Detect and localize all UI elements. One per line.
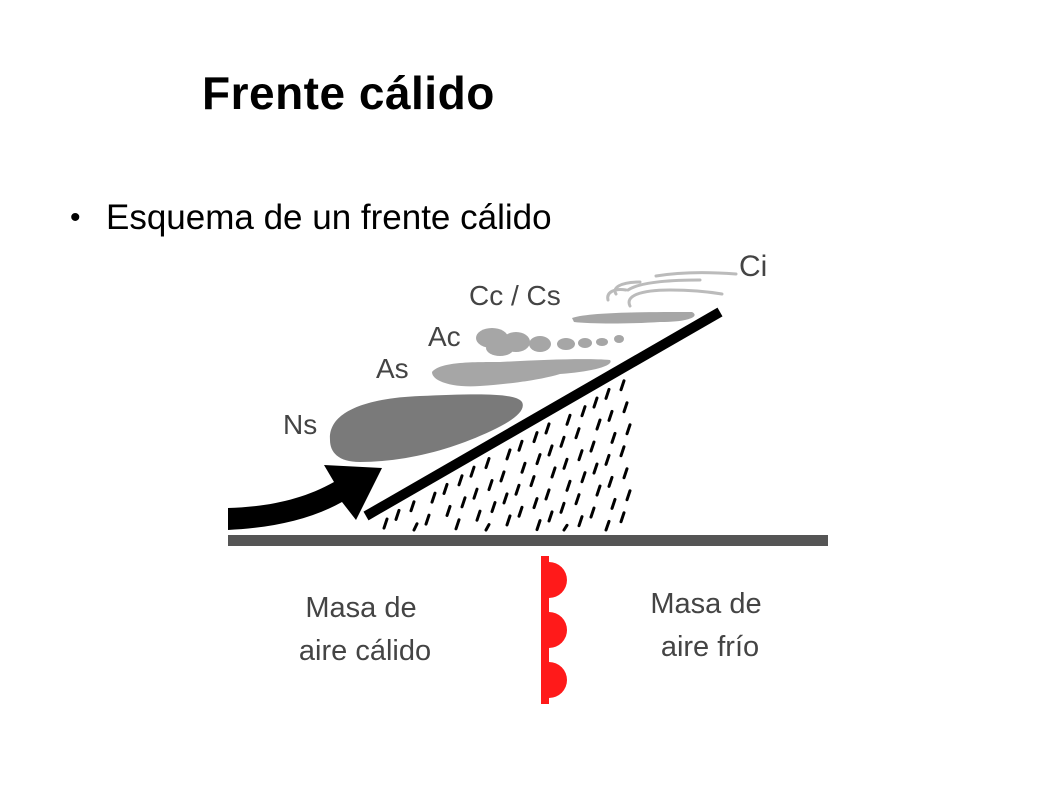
rain-streak <box>592 396 599 409</box>
rain-streak <box>559 501 566 514</box>
warm-air-mass-label: Masa de aire cálido <box>299 592 431 667</box>
page-title: Frente cálido <box>202 67 495 119</box>
rain-streak <box>454 518 461 531</box>
as-label: As <box>376 353 409 384</box>
rain-streak <box>622 467 629 480</box>
rain-streak <box>382 517 389 530</box>
rain-streak <box>619 445 626 458</box>
rain-streak <box>502 492 509 505</box>
rain-streak <box>595 418 602 431</box>
rain-streak <box>484 523 491 532</box>
rain-streak <box>472 487 479 500</box>
bullet-item: • Esquema de un frente cálido <box>70 198 552 238</box>
rain-streak <box>565 413 572 426</box>
ac-cloud <box>476 328 624 356</box>
rain-streak <box>445 504 452 517</box>
rain-streak <box>520 461 527 474</box>
rain-streak <box>430 491 437 504</box>
rain-streak <box>595 484 602 497</box>
rain-streak <box>460 496 467 509</box>
bullet-text: Esquema de un frente cálido <box>106 198 552 237</box>
rain-streak <box>610 497 617 510</box>
rain-streak <box>619 379 626 392</box>
rain-streak <box>475 509 482 522</box>
rain-streak <box>574 493 581 506</box>
ns-label: Ns <box>283 409 317 440</box>
rain-streak <box>574 427 581 440</box>
ns-cloud <box>329 394 523 462</box>
rain-streak <box>619 511 626 524</box>
rain-streak <box>469 465 476 478</box>
rain-streak <box>514 483 521 496</box>
rain-streak <box>580 471 587 484</box>
rain-streak <box>559 435 566 448</box>
ac-label: Ac <box>428 321 461 352</box>
rain-streak <box>517 439 524 452</box>
rain-streak <box>424 513 431 526</box>
rain-streak <box>544 422 551 435</box>
rain-streak <box>604 519 611 532</box>
rain-streak <box>412 522 419 532</box>
rain-streak <box>487 479 494 492</box>
rain-streak <box>577 449 584 462</box>
rain-streak <box>499 470 506 483</box>
rain-streak <box>604 453 611 466</box>
rain-streak <box>589 506 596 519</box>
rain-streak <box>457 474 464 487</box>
warm-air-arrow <box>228 465 382 530</box>
rain-streak <box>550 466 557 479</box>
rain-streak <box>394 508 401 521</box>
ground-line <box>228 535 828 546</box>
rain-streak <box>622 401 629 414</box>
rain-streak <box>532 497 539 510</box>
warm-front-symbol <box>541 556 567 704</box>
rain-streak <box>484 457 491 470</box>
ci-label: Ci <box>739 250 767 283</box>
rain-streak <box>547 444 554 457</box>
ci-cloud <box>606 271 738 308</box>
rain-streak <box>490 501 497 514</box>
cc-cs-label: Cc / Cs <box>469 280 561 311</box>
rain-streak <box>625 489 632 502</box>
rain-streak <box>517 505 524 518</box>
rain-streak <box>547 510 554 523</box>
rain-streak <box>532 431 539 444</box>
rain-streak <box>604 387 611 400</box>
rain-streak <box>562 457 569 470</box>
frontal-surface-line <box>363 307 723 521</box>
rain-streak <box>607 475 614 488</box>
rain-streak <box>577 515 584 528</box>
bullet-marker: • <box>70 201 81 234</box>
rain-streak <box>625 423 632 436</box>
rain-streak <box>505 514 512 527</box>
rain-streak <box>580 405 587 418</box>
rain-streak <box>535 453 542 466</box>
rain-streak <box>589 440 596 453</box>
rain-streak <box>565 479 572 492</box>
rain-streak <box>505 448 512 461</box>
cold-air-mass-label: Masa de aire frío <box>650 588 769 663</box>
precipitation <box>382 379 632 532</box>
rain-streak <box>592 462 599 475</box>
as-cloud <box>432 359 611 387</box>
rain-streak <box>607 409 614 422</box>
rain-streak <box>544 488 551 501</box>
rain-streak <box>610 431 617 444</box>
rain-streak <box>442 482 449 495</box>
rain-streak <box>535 519 542 532</box>
rain-streak <box>409 500 416 513</box>
rain-streak <box>529 475 536 488</box>
cc-cs-cloud <box>572 312 695 324</box>
rain-streak <box>562 523 569 532</box>
